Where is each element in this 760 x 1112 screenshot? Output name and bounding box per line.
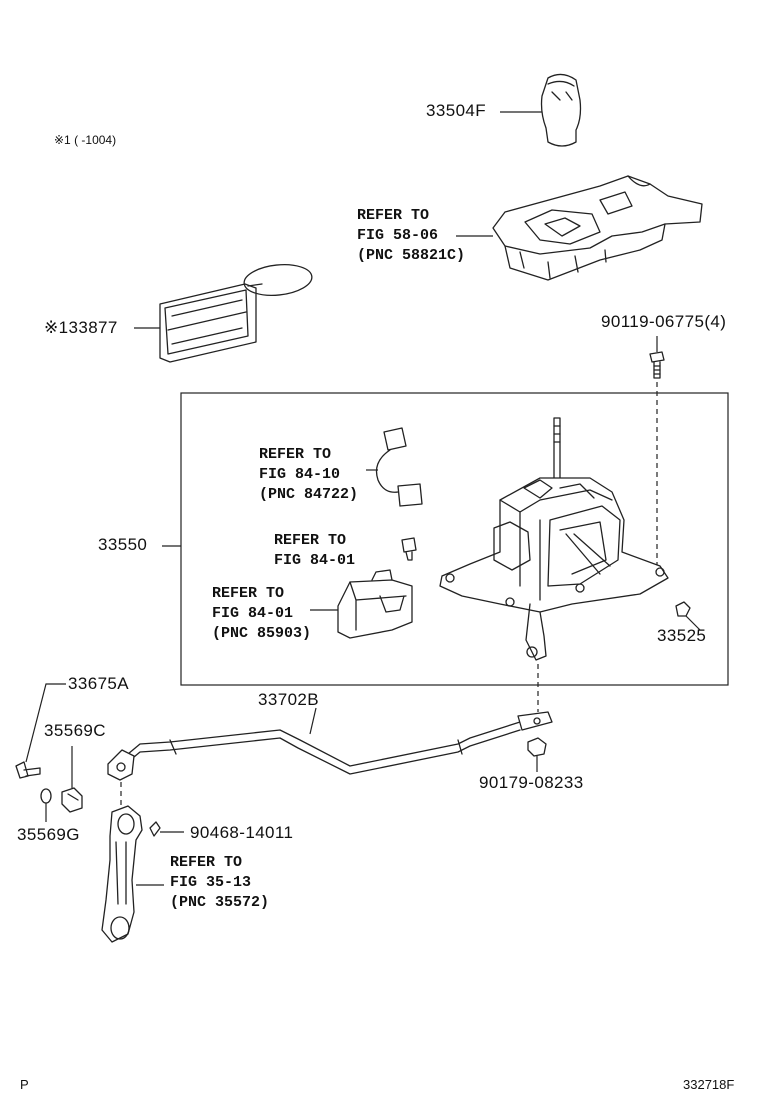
bulb-drawing: [401, 537, 417, 561]
bushing-drawing: [40, 746, 83, 822]
bolt-drawing: [649, 336, 665, 582]
clip-drawing: [149, 821, 184, 837]
nut-small-drawing: [675, 601, 701, 631]
shifter-assembly-drawing: [439, 417, 669, 661]
footer-code: 332718F: [683, 1077, 735, 1092]
part-number-90119: 90119-06775(4): [601, 312, 727, 331]
refer-bulb: REFER TO FIG 84-01: [274, 531, 355, 571]
nut-drawing: [527, 737, 547, 772]
part-number-33525: 33525: [657, 626, 707, 645]
refer-harness-line-1: REFER TO: [259, 446, 332, 463]
assembly-box: [180, 392, 729, 686]
refer-harness-line-2: FIG 84-10: [259, 466, 341, 483]
refer-console-line-1: REFER TO: [357, 207, 430, 224]
bolt-pin-drawing: [15, 683, 66, 779]
part-number-33504f: 33504F: [426, 101, 487, 120]
part-number-90468: 90468-14011: [190, 823, 294, 842]
part-number-35569c: 35569C: [44, 721, 106, 740]
refer-switch-line-2: FIG 84-01: [212, 605, 294, 622]
refer-bulb-line-1: REFER TO: [274, 532, 347, 549]
refer-harness-line-3: (PNC 84722): [259, 486, 359, 503]
cable-drawing: [107, 664, 553, 810]
harness-drawing: [366, 427, 423, 507]
switch-drawing: [310, 569, 413, 639]
refer-switch-line-1: REFER TO: [212, 585, 285, 602]
refer-console: REFER TO FIG 58-06 (PNC 58821C): [357, 206, 465, 266]
refer-switch-line-3: (PNC 85903): [212, 625, 312, 642]
part-number-33877: ※133877: [44, 318, 118, 337]
part-number-33675a: 33675A: [68, 674, 130, 693]
refer-lever-line-3: (PNC 35572): [170, 894, 270, 911]
refer-lever-line-2: FIG 35-13: [170, 874, 252, 891]
part-number-33702b: 33702B: [258, 690, 320, 709]
shift-knob-drawing: [500, 73, 582, 147]
console-panel-drawing: [456, 175, 703, 281]
part-number-33550: 33550: [98, 535, 148, 554]
refer-console-line-2: FIG 58-06: [357, 227, 439, 244]
refer-lever: REFER TO FIG 35-13 (PNC 35572): [170, 853, 269, 913]
date-note: ※1 ( -1004): [54, 133, 117, 147]
panel-drawing: [134, 264, 313, 363]
refer-harness: REFER TO FIG 84-10 (PNC 84722): [259, 445, 358, 505]
refer-bulb-line-2: FIG 84-01: [274, 552, 356, 569]
refer-console-line-3: (PNC 58821C): [357, 247, 466, 264]
part-number-90179: 90179-08233: [479, 773, 584, 792]
refer-switch: REFER TO FIG 84-01 (PNC 85903): [212, 584, 311, 644]
lever-drawing: [101, 805, 164, 943]
refer-lever-line-1: REFER TO: [170, 854, 243, 871]
part-number-35569g: 35569G: [17, 825, 80, 844]
footer-left: P: [20, 1077, 29, 1092]
